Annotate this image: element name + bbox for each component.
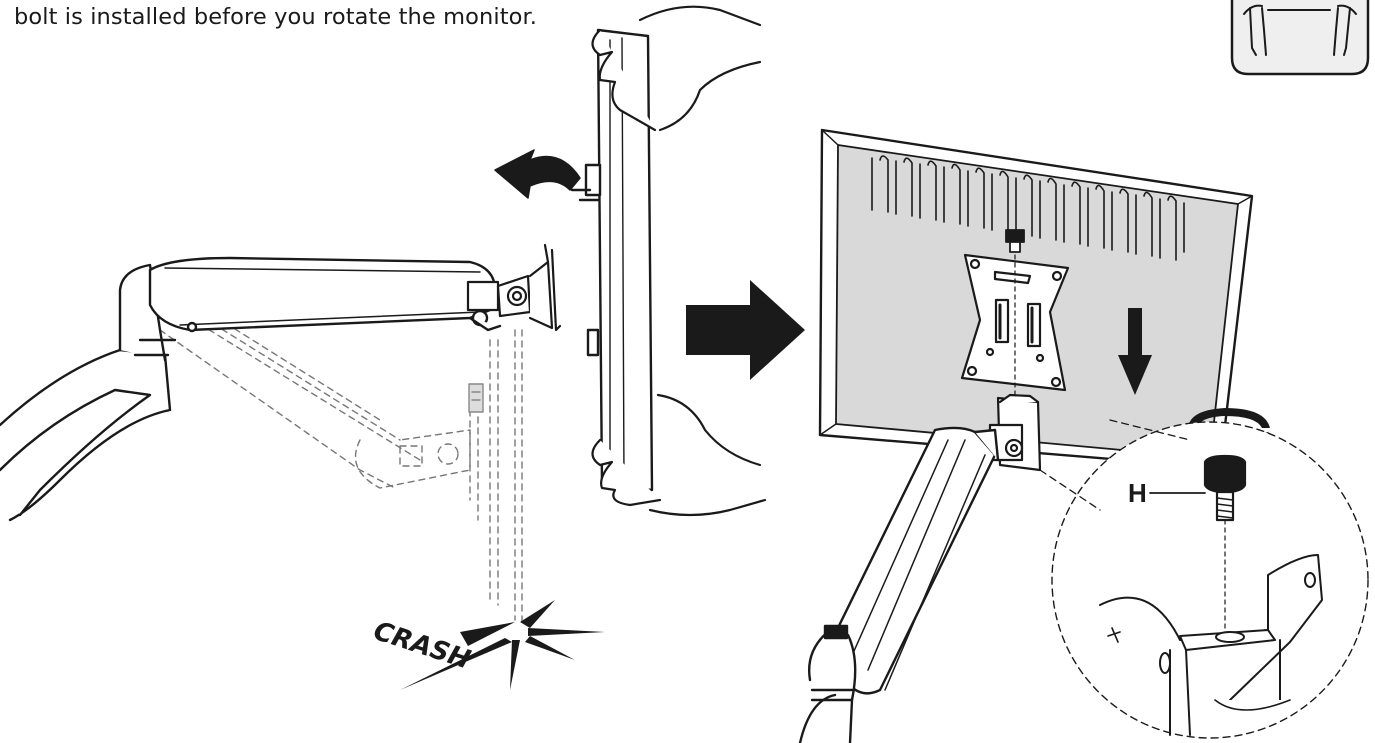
right-arrow-icon: [686, 280, 805, 380]
vesa-plate: [960, 253, 1070, 401]
right-illustration: H: [798, 128, 1369, 743]
crash-burst: [400, 600, 605, 690]
left-illustration: CRASH: [0, 5, 767, 690]
instruction-text: bolt is installed before you rotate the …: [14, 4, 538, 30]
vent-slots: [871, 155, 1185, 261]
detail-callout-circle: [1051, 421, 1369, 739]
monitor-arm-right: [830, 426, 1000, 695]
callout-label-h: H: [1128, 478, 1147, 508]
bracket-detail: [1099, 554, 1323, 736]
crash-label: CRASH: [370, 616, 474, 675]
screw: [1005, 229, 1025, 253]
upper-hand: [591, 5, 762, 132]
down-arrow-icon: [1118, 308, 1152, 395]
lower-hand: [591, 393, 767, 517]
pole-base: [798, 624, 857, 743]
curved-arrow-icon: [494, 149, 581, 199]
tilt-head: [466, 243, 562, 332]
two-person-lift-icon: [1230, 0, 1370, 76]
arm-base: [0, 263, 177, 522]
monitor-arm: [148, 256, 502, 333]
knob-bolt: [1203, 454, 1247, 691]
falling-arm-ghost: [159, 281, 523, 626]
monitor-side-view: [570, 28, 654, 492]
